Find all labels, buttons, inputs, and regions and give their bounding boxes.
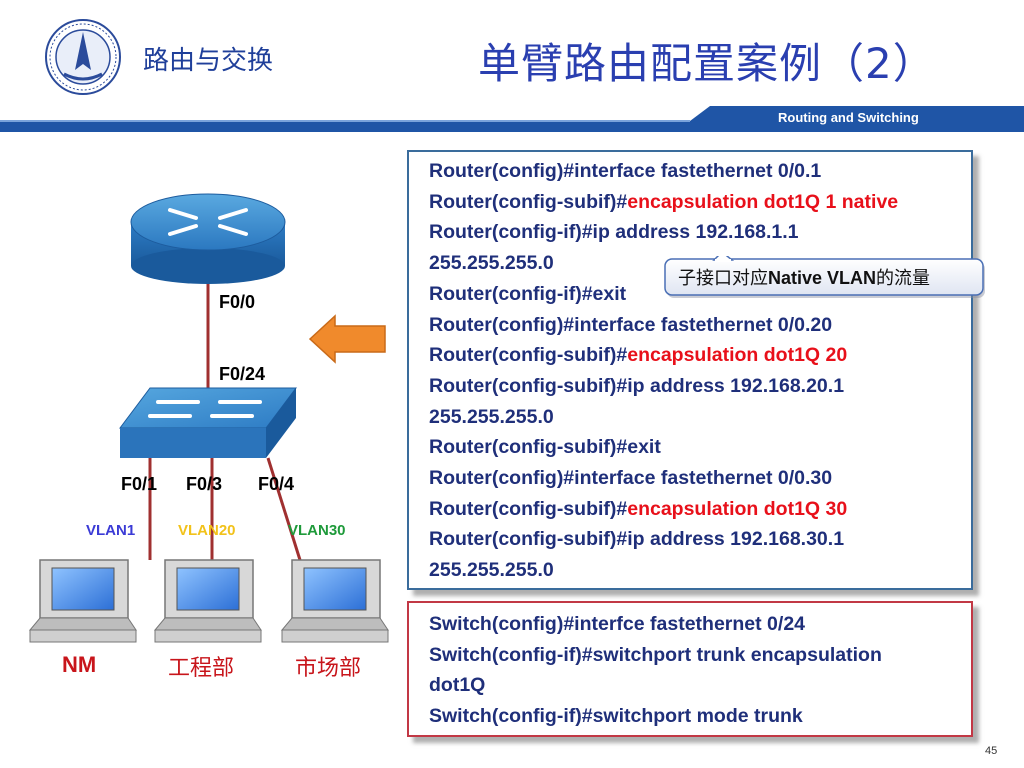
callout-text-bold: Native VLAN bbox=[768, 268, 877, 288]
code-line: Router(config)#interface fastethernet 0/… bbox=[429, 310, 898, 341]
network-diagram bbox=[28, 193, 389, 643]
switch-port-label: F0/1 bbox=[121, 474, 158, 494]
code-highlight: encapsulation dot1Q 20 bbox=[627, 344, 848, 367]
code-text: Router(config-if)#exit bbox=[429, 282, 627, 305]
pc-icon bbox=[153, 559, 262, 643]
department-label: 工程部 bbox=[168, 656, 235, 681]
vlan-label: VLAN20 bbox=[178, 522, 236, 539]
code-line: 255.255.255.0 bbox=[429, 555, 898, 586]
code-text: Router(config)#interface fastethernet 0/… bbox=[429, 467, 833, 490]
code-line: Router(config-subif)#encapsulation dot1Q… bbox=[429, 494, 898, 525]
code-line: Router(config)#interface fastethernet 0/… bbox=[429, 463, 898, 494]
callout-text-suffix: 的流量 bbox=[876, 268, 931, 289]
code-line: Router(config-subif)#exit bbox=[429, 432, 898, 463]
code-text: Router(config-subif)# bbox=[429, 497, 628, 520]
pc-icon bbox=[280, 559, 389, 643]
code-text: Router(config-subif)# bbox=[429, 190, 628, 213]
code-line: Router(config)#interface fastethernet 0/… bbox=[429, 156, 898, 187]
switch-config-box bbox=[407, 601, 973, 737]
pc-icon bbox=[28, 559, 137, 643]
course-name: 路由与交换 bbox=[143, 46, 274, 76]
code-highlight: encapsulation dot1Q 1 native bbox=[627, 190, 899, 213]
code-line: Switch(config-if)#switchport trunk encap… bbox=[429, 643, 882, 666]
switch-port-label: F0/3 bbox=[186, 474, 223, 494]
router-config-box bbox=[407, 150, 973, 590]
code-text: Router(config-subif)#ip address 192.168.… bbox=[429, 528, 845, 551]
code-line: Router(config-subif)#encapsulation dot1Q… bbox=[429, 340, 898, 371]
switch-icon bbox=[119, 387, 297, 458]
router-icon bbox=[130, 193, 286, 284]
code-line: Router(config-subif)#ip address 192.168.… bbox=[429, 524, 898, 555]
code-text: 255.255.255.0 bbox=[429, 559, 554, 582]
callout-text: 子接口对应Native VLAN的流量 bbox=[678, 264, 930, 290]
code-line: Router(config-if)#ip address 192.168.1.1 bbox=[429, 217, 898, 248]
callout-bubble bbox=[664, 256, 985, 298]
callout-text-prefix: 子接口对应 bbox=[678, 268, 768, 289]
code-line: Router(config-subif)#encapsulation dot1Q… bbox=[429, 187, 898, 218]
router-port-label: F0/0 bbox=[219, 292, 256, 312]
logo-emblem bbox=[45, 19, 121, 95]
code-text: 255.255.255.0 bbox=[429, 405, 554, 428]
switch-config-code: Switch(config)#interfce fastethernet 0/2… bbox=[429, 609, 882, 732]
router-config-code: Router(config)#interface fastethernet 0/… bbox=[429, 156, 898, 586]
code-line: Router(config-if)#exit bbox=[429, 279, 898, 310]
code-line: Switch(config-if)#switchport mode trunk bbox=[429, 705, 803, 728]
vlan-label: VLAN1 bbox=[86, 522, 136, 539]
code-line: Router(config-subif)#ip address 192.168.… bbox=[429, 371, 898, 402]
code-text: Router(config-subif)# bbox=[429, 344, 628, 367]
switch-port-label: F0/4 bbox=[258, 474, 295, 494]
vlan-label: VLAN30 bbox=[288, 522, 346, 539]
code-text: Router(config)#interface fastethernet 0/… bbox=[429, 160, 822, 182]
department-label: NM bbox=[62, 652, 97, 677]
page-title: 单臂路由配置案例（2） bbox=[478, 39, 936, 88]
code-text: 255.255.255.0 bbox=[429, 252, 554, 275]
arrow-left-icon bbox=[308, 314, 386, 364]
code-text: Router(config-if)#ip address 192.168.1.1 bbox=[429, 221, 799, 244]
page-number: 45 bbox=[985, 745, 998, 757]
header-subtitle: Routing and Switching bbox=[778, 110, 919, 125]
code-line: 255.255.255.0 bbox=[429, 402, 898, 433]
code-line: dot1Q bbox=[429, 674, 486, 697]
code-text: Router(config-subif)#exit bbox=[429, 436, 661, 459]
code-text: Router(config)#interface fastethernet 0/… bbox=[429, 313, 833, 336]
code-highlight: encapsulation dot1Q 30 bbox=[627, 497, 848, 520]
header-band bbox=[0, 106, 1024, 132]
switch-uplink-port-label: F0/24 bbox=[219, 364, 266, 384]
department-label: 市场部 bbox=[295, 656, 362, 681]
code-line: 255.255.255.0 bbox=[429, 248, 898, 279]
code-line: Switch(config)#interfce fastethernet 0/2… bbox=[429, 613, 806, 635]
code-text: Router(config-subif)#ip address 192.168.… bbox=[429, 374, 845, 397]
